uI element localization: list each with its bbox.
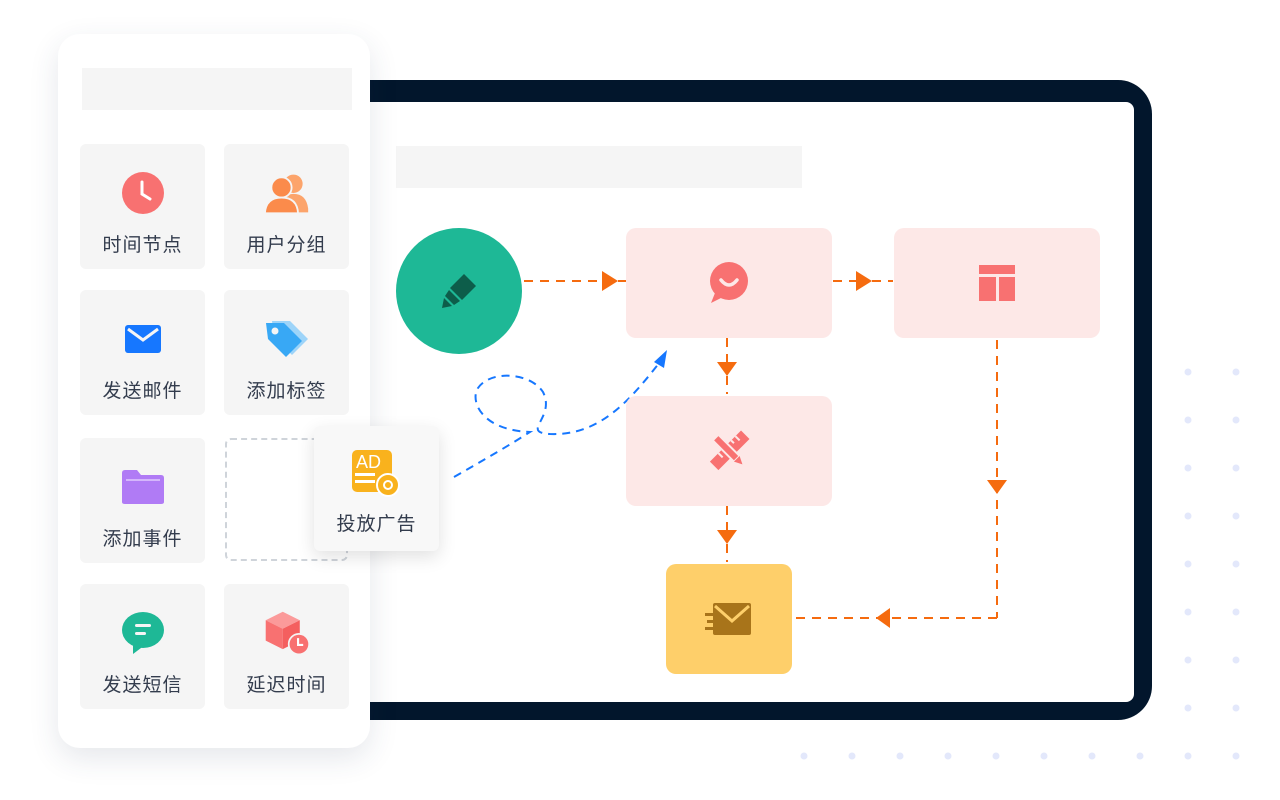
mail-icon bbox=[120, 316, 166, 362]
flow-node-email[interactable] bbox=[666, 564, 792, 674]
decorative-dot bbox=[992, 752, 1000, 760]
decorative-dot bbox=[1184, 368, 1192, 376]
decorative-dot bbox=[1232, 368, 1240, 376]
tile-delay-time[interactable]: 延迟时间 bbox=[224, 584, 349, 709]
tile-label: 发送邮件 bbox=[102, 380, 183, 402]
tile-label: 时间节点 bbox=[102, 234, 183, 256]
folder-icon bbox=[120, 464, 166, 510]
ruler-pencil-icon bbox=[709, 430, 750, 471]
tag-icon bbox=[264, 316, 310, 362]
delay-box-icon bbox=[264, 610, 310, 656]
dragging-tile-ad[interactable]: AD 投放广告 bbox=[314, 426, 439, 551]
arrow-head-left bbox=[876, 608, 890, 628]
decorative-dot bbox=[1184, 416, 1192, 424]
clock-icon bbox=[120, 170, 166, 216]
chat-smile-icon bbox=[710, 262, 748, 303]
decorative-dot bbox=[1232, 656, 1240, 664]
message-icon bbox=[120, 610, 166, 656]
decorative-dot bbox=[1232, 464, 1240, 472]
decorative-dot bbox=[848, 752, 856, 760]
flow-node-layout[interactable] bbox=[894, 228, 1100, 338]
tile-send-sms[interactable]: 发送短信 bbox=[80, 584, 205, 709]
send-mail-icon bbox=[705, 603, 751, 635]
arrow-head-right bbox=[602, 271, 618, 291]
decorative-dot bbox=[1184, 608, 1192, 616]
decorative-dot bbox=[1232, 752, 1240, 760]
flow-node-start[interactable] bbox=[396, 228, 522, 354]
decorative-dot-grid bbox=[800, 368, 1240, 760]
flow-node-wechat[interactable] bbox=[626, 228, 832, 338]
decorative-dot bbox=[1184, 704, 1192, 712]
tile-label: 投放广告 bbox=[336, 513, 417, 535]
decorative-dot bbox=[944, 752, 952, 760]
tile-label: 延迟时间 bbox=[246, 674, 327, 696]
decorative-dot bbox=[1184, 512, 1192, 520]
tile-time-node[interactable]: 时间节点 bbox=[80, 144, 205, 269]
tile-user-group[interactable]: 用户分组 bbox=[224, 144, 349, 269]
ad-icon: AD bbox=[351, 448, 403, 500]
decorative-dot bbox=[1232, 512, 1240, 520]
user-group-icon bbox=[263, 170, 310, 216]
decorative-dot bbox=[1232, 560, 1240, 568]
decorative-dot bbox=[800, 752, 808, 760]
tile-add-event[interactable]: 添加事件 bbox=[80, 438, 205, 563]
decorative-dot bbox=[1184, 752, 1192, 760]
decorative-dot bbox=[1184, 656, 1192, 664]
arrow-head-right bbox=[856, 271, 872, 291]
panel-search-placeholder[interactable] bbox=[82, 68, 352, 110]
decorative-dot bbox=[1184, 560, 1192, 568]
ad-icon-text: AD bbox=[356, 452, 381, 472]
layout-icon bbox=[979, 265, 1015, 301]
decorative-dot bbox=[1232, 704, 1240, 712]
highlighter-icon bbox=[442, 274, 476, 308]
tile-label: 添加事件 bbox=[102, 528, 183, 550]
flow-node-design[interactable] bbox=[626, 396, 832, 506]
arrow-head-down bbox=[717, 530, 737, 544]
decorative-dot bbox=[896, 752, 904, 760]
drag-path bbox=[453, 361, 661, 478]
tile-label: 用户分组 bbox=[246, 234, 327, 256]
canvas-toolbar-placeholder bbox=[396, 146, 802, 188]
decorative-dot bbox=[1136, 752, 1144, 760]
decorative-dot bbox=[1184, 464, 1192, 472]
tile-send-email[interactable]: 发送邮件 bbox=[80, 290, 205, 415]
decorative-dot bbox=[1040, 752, 1048, 760]
decorative-dot bbox=[1232, 416, 1240, 424]
drag-arrow-head bbox=[654, 350, 667, 368]
decorative-dot bbox=[1088, 752, 1096, 760]
tile-label: 发送短信 bbox=[102, 674, 183, 696]
decorative-dot bbox=[1232, 608, 1240, 616]
tile-label: 添加标签 bbox=[246, 380, 327, 402]
arrow-head-down bbox=[717, 362, 737, 376]
tile-add-tag[interactable]: 添加标签 bbox=[224, 290, 349, 415]
arrow-head-down bbox=[987, 480, 1007, 494]
